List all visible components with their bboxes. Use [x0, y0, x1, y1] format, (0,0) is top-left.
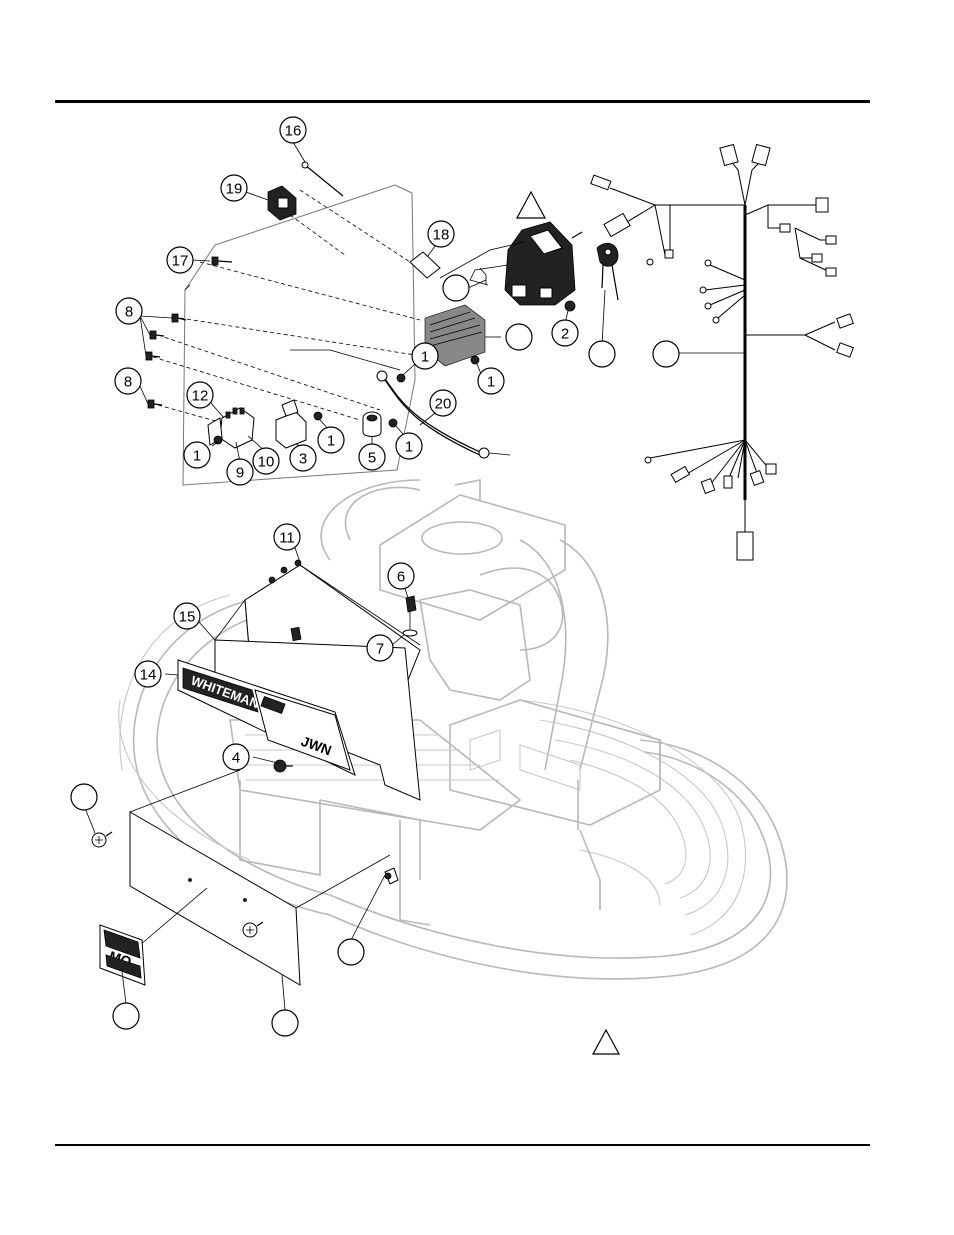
- callout-circle: [272, 1010, 298, 1036]
- callout-number: 8: [125, 304, 133, 321]
- callout-c8a: 8: [116, 298, 142, 324]
- ignition-switch-assembly: [505, 222, 582, 305]
- callout-number: 9: [236, 465, 244, 482]
- callout-c1b: 1: [478, 368, 504, 394]
- callout-c1a: 1: [412, 343, 438, 369]
- callout-c1d: 1: [396, 433, 422, 459]
- callout-circle: [653, 341, 679, 367]
- screws-8: [146, 314, 186, 408]
- callout-c6: 6: [388, 563, 414, 589]
- callout-c5: 5: [359, 444, 385, 470]
- callout-circle: [113, 1003, 139, 1029]
- callout-b6: [338, 939, 364, 965]
- callout-c7: 7: [367, 635, 393, 661]
- callout-c8b: 8: [115, 368, 141, 394]
- breaker-5: [363, 412, 381, 437]
- callout-number: 16: [285, 123, 302, 140]
- callout-c1c: 1: [318, 427, 344, 453]
- callout-number: 18: [433, 227, 450, 244]
- screw-4: [274, 760, 293, 772]
- callout-circle: [506, 324, 532, 350]
- ignition-key: [597, 243, 618, 300]
- callout-c10: 10: [253, 448, 279, 474]
- callout-circle: [71, 784, 97, 810]
- switch-19: [268, 186, 296, 220]
- callout-b7: [113, 1003, 139, 1029]
- callout-c11: 11: [274, 524, 300, 550]
- sleeve-18: [410, 252, 440, 278]
- control-panel-assembly: WHITEMAN JWN: [178, 560, 420, 800]
- callout-c16: 16: [280, 117, 306, 143]
- callout-number: 17: [172, 253, 189, 270]
- note-triangle-icon: [517, 192, 545, 218]
- callout-number: 6: [397, 569, 405, 586]
- callout-number: 2: [561, 326, 569, 343]
- callout-number: 7: [376, 641, 384, 658]
- callout-number: 14: [140, 667, 157, 684]
- callout-b8: [272, 1010, 298, 1036]
- bolt-16: [302, 162, 343, 196]
- callout-number: 19: [226, 181, 243, 198]
- callout-number: 1: [487, 374, 495, 391]
- callout-c12: 12: [187, 382, 213, 408]
- footer-rule: [55, 1144, 870, 1146]
- callout-c15: 15: [174, 603, 200, 629]
- bolt-17: [212, 257, 232, 265]
- callout-c3: 3: [290, 445, 316, 471]
- callout-number: 1: [327, 433, 335, 450]
- header-rule: [55, 100, 870, 103]
- callout-number: 10: [258, 454, 275, 471]
- callout-number: 12: [192, 388, 209, 405]
- callout-number: 5: [368, 450, 376, 467]
- callout-circle: [589, 341, 615, 367]
- callout-b4: [653, 341, 679, 367]
- callout-b2: [506, 324, 532, 350]
- callout-c20: 20: [430, 390, 456, 416]
- wiring-harness: [591, 144, 853, 560]
- callout-c1e: 1: [184, 442, 210, 468]
- callout-number: 1: [193, 448, 201, 465]
- callout-b3: [589, 341, 615, 367]
- callout-number: 1: [405, 439, 413, 456]
- callout-c4: 4: [223, 744, 249, 770]
- relay-3: [276, 400, 306, 448]
- note-triangle-legend-icon: [593, 1030, 619, 1054]
- callout-number: 15: [179, 609, 196, 626]
- callout-c9: 9: [227, 459, 253, 485]
- callout-c17: 17: [167, 247, 193, 273]
- callout-number: 3: [299, 451, 307, 468]
- callout-number: 11: [279, 530, 295, 547]
- callout-c18: 18: [428, 221, 454, 247]
- callout-b5: [71, 784, 97, 810]
- callout-circle: [338, 939, 364, 965]
- nut-2: [565, 301, 575, 311]
- callout-number: 1: [421, 349, 429, 366]
- callout-b1: [443, 275, 469, 301]
- callout-c14: 14: [135, 661, 161, 687]
- callout-number: 8: [124, 374, 132, 391]
- callout-circle: [443, 275, 469, 301]
- callout-c2: 2: [552, 320, 578, 346]
- callout-number: 20: [435, 396, 452, 413]
- callout-number: 4: [232, 750, 240, 767]
- callout-c19: 19: [221, 175, 247, 201]
